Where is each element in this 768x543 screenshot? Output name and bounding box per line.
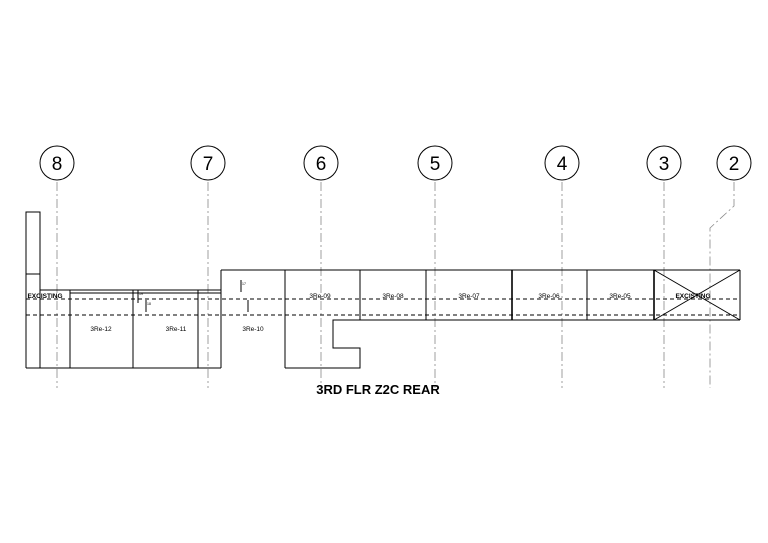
- grid-lines: [56, 182, 735, 388]
- grid-bubble-3: 3: [646, 145, 682, 181]
- grid-label-4: 4: [557, 154, 568, 175]
- room-label-3re-06: 3Re-06: [538, 293, 560, 300]
- room-label-3re-07: 3Re-07: [458, 293, 480, 300]
- grid-label-8: 8: [52, 154, 63, 175]
- grid-bubble-4: 4: [544, 145, 580, 181]
- building-outline: [25, 211, 741, 369]
- drawing-title: 3RD FLR Z2C REAR: [316, 382, 440, 397]
- grid-bubble-8: 8: [39, 145, 75, 181]
- room-label-3re-12: 3Re-12: [90, 326, 112, 333]
- notch-wall: [285, 319, 361, 369]
- small-mark-2: 18: [147, 302, 151, 306]
- grid-bubbles: 8 7 6 5 4 3 2: [39, 145, 752, 181]
- dashed-lines: [26, 298, 740, 316]
- room-label-3re-08: 3Re-08: [382, 293, 404, 300]
- small-mark-3: 17: [242, 282, 246, 286]
- grid-label-6: 6: [316, 154, 327, 175]
- grid-bubble-5: 5: [417, 145, 453, 181]
- room-label-3re-09: 3Re-09: [309, 293, 331, 300]
- grid-label-2: 2: [729, 154, 740, 175]
- small-marks: 19 18 17: [139, 282, 246, 306]
- existing-cross-2: [653, 269, 741, 321]
- room-label-left-existing: EXCISTING: [27, 293, 62, 300]
- grid-bubble-7: 7: [190, 145, 226, 181]
- grid-label-7: 7: [203, 154, 214, 175]
- room-label-3re-11: 3Re-11: [166, 326, 187, 333]
- room-labels: EXCISTING 3Re-12 3Re-11 3Re-10 3Re-09 3R…: [27, 293, 710, 333]
- grid-line-2: [709, 182, 735, 388]
- grid-bubble-2: 2: [716, 145, 752, 181]
- room-label-3re-05: 3Re-05: [609, 293, 631, 300]
- room-label-right-existing: EXCISTING: [675, 293, 710, 300]
- small-mark-1: 19: [139, 292, 143, 296]
- grid-bubble-6: 6: [303, 145, 339, 181]
- grid-label-5: 5: [430, 154, 441, 175]
- grid-label-3: 3: [659, 154, 670, 175]
- room-label-3re-10: 3Re-10: [242, 326, 264, 333]
- left-existing-wall: [25, 211, 41, 368]
